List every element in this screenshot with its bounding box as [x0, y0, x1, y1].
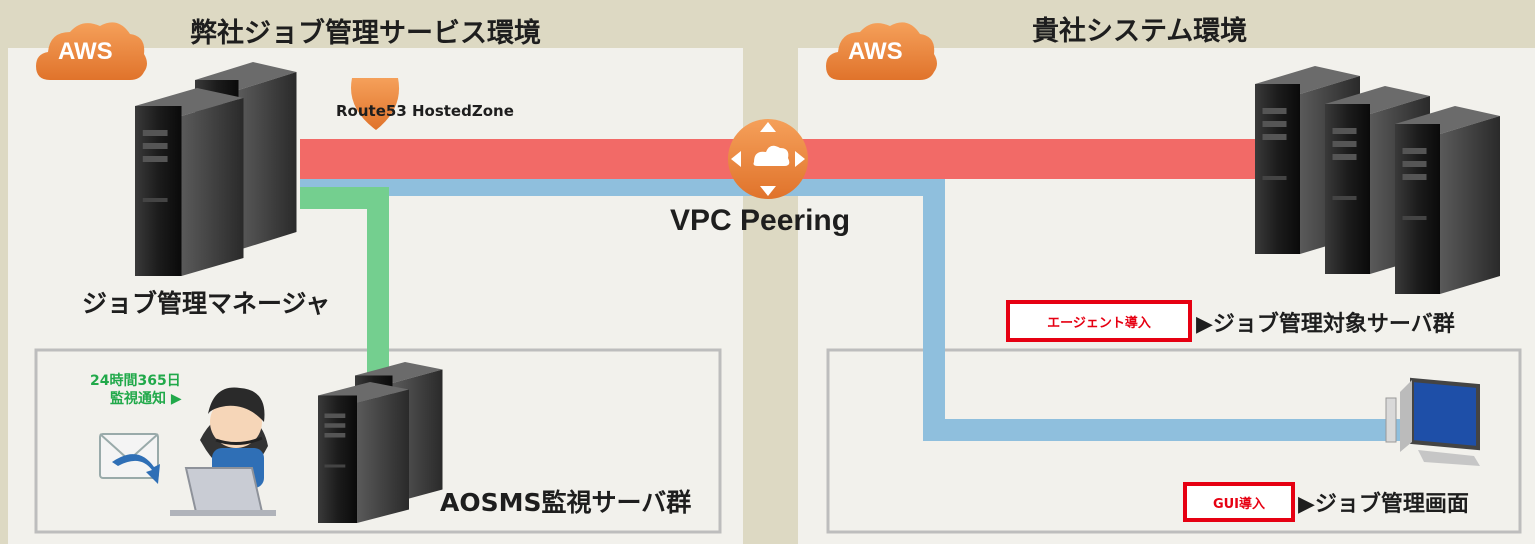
aws-left-label: AWS: [58, 38, 113, 65]
green-monitoring-line: [300, 187, 389, 375]
monitoring-servers-label: AOSMS監視サーバ群: [440, 488, 692, 517]
gui-install-badge: GUI導入: [1183, 482, 1295, 522]
agent-install-badge: エージェント導入: [1006, 300, 1192, 342]
aws-cloud-left-icon: [36, 22, 147, 80]
target-servers-label: ▶ジョブ管理対象サーバ群: [1196, 312, 1455, 337]
email-icon: [99, 433, 160, 484]
route53-label: Route53 HostedZone: [336, 102, 514, 120]
vpc-peering-icon: [728, 119, 808, 199]
monitor-notify-label: 監視通知 ▶: [110, 391, 182, 407]
vpc-peering-label: VPC Peering: [670, 204, 851, 237]
blue-connection-line: [300, 174, 1400, 441]
left-env-title: 弊社ジョブ管理サービス環境: [190, 18, 541, 49]
aws-right-label: AWS: [848, 38, 903, 65]
aws-cloud-right-icon: [826, 22, 937, 80]
right-env-title: 貴社システム環境: [1032, 16, 1248, 47]
gui-screen-label: ▶ジョブ管理画面: [1298, 492, 1469, 517]
route53-icon: [351, 78, 400, 130]
job-manager-label: ジョブ管理マネージャ: [82, 289, 331, 318]
pc-monitor-icon: [1385, 377, 1480, 466]
monitor-24h-label: 24時間365日: [90, 373, 181, 389]
operator-icon: [170, 387, 276, 516]
